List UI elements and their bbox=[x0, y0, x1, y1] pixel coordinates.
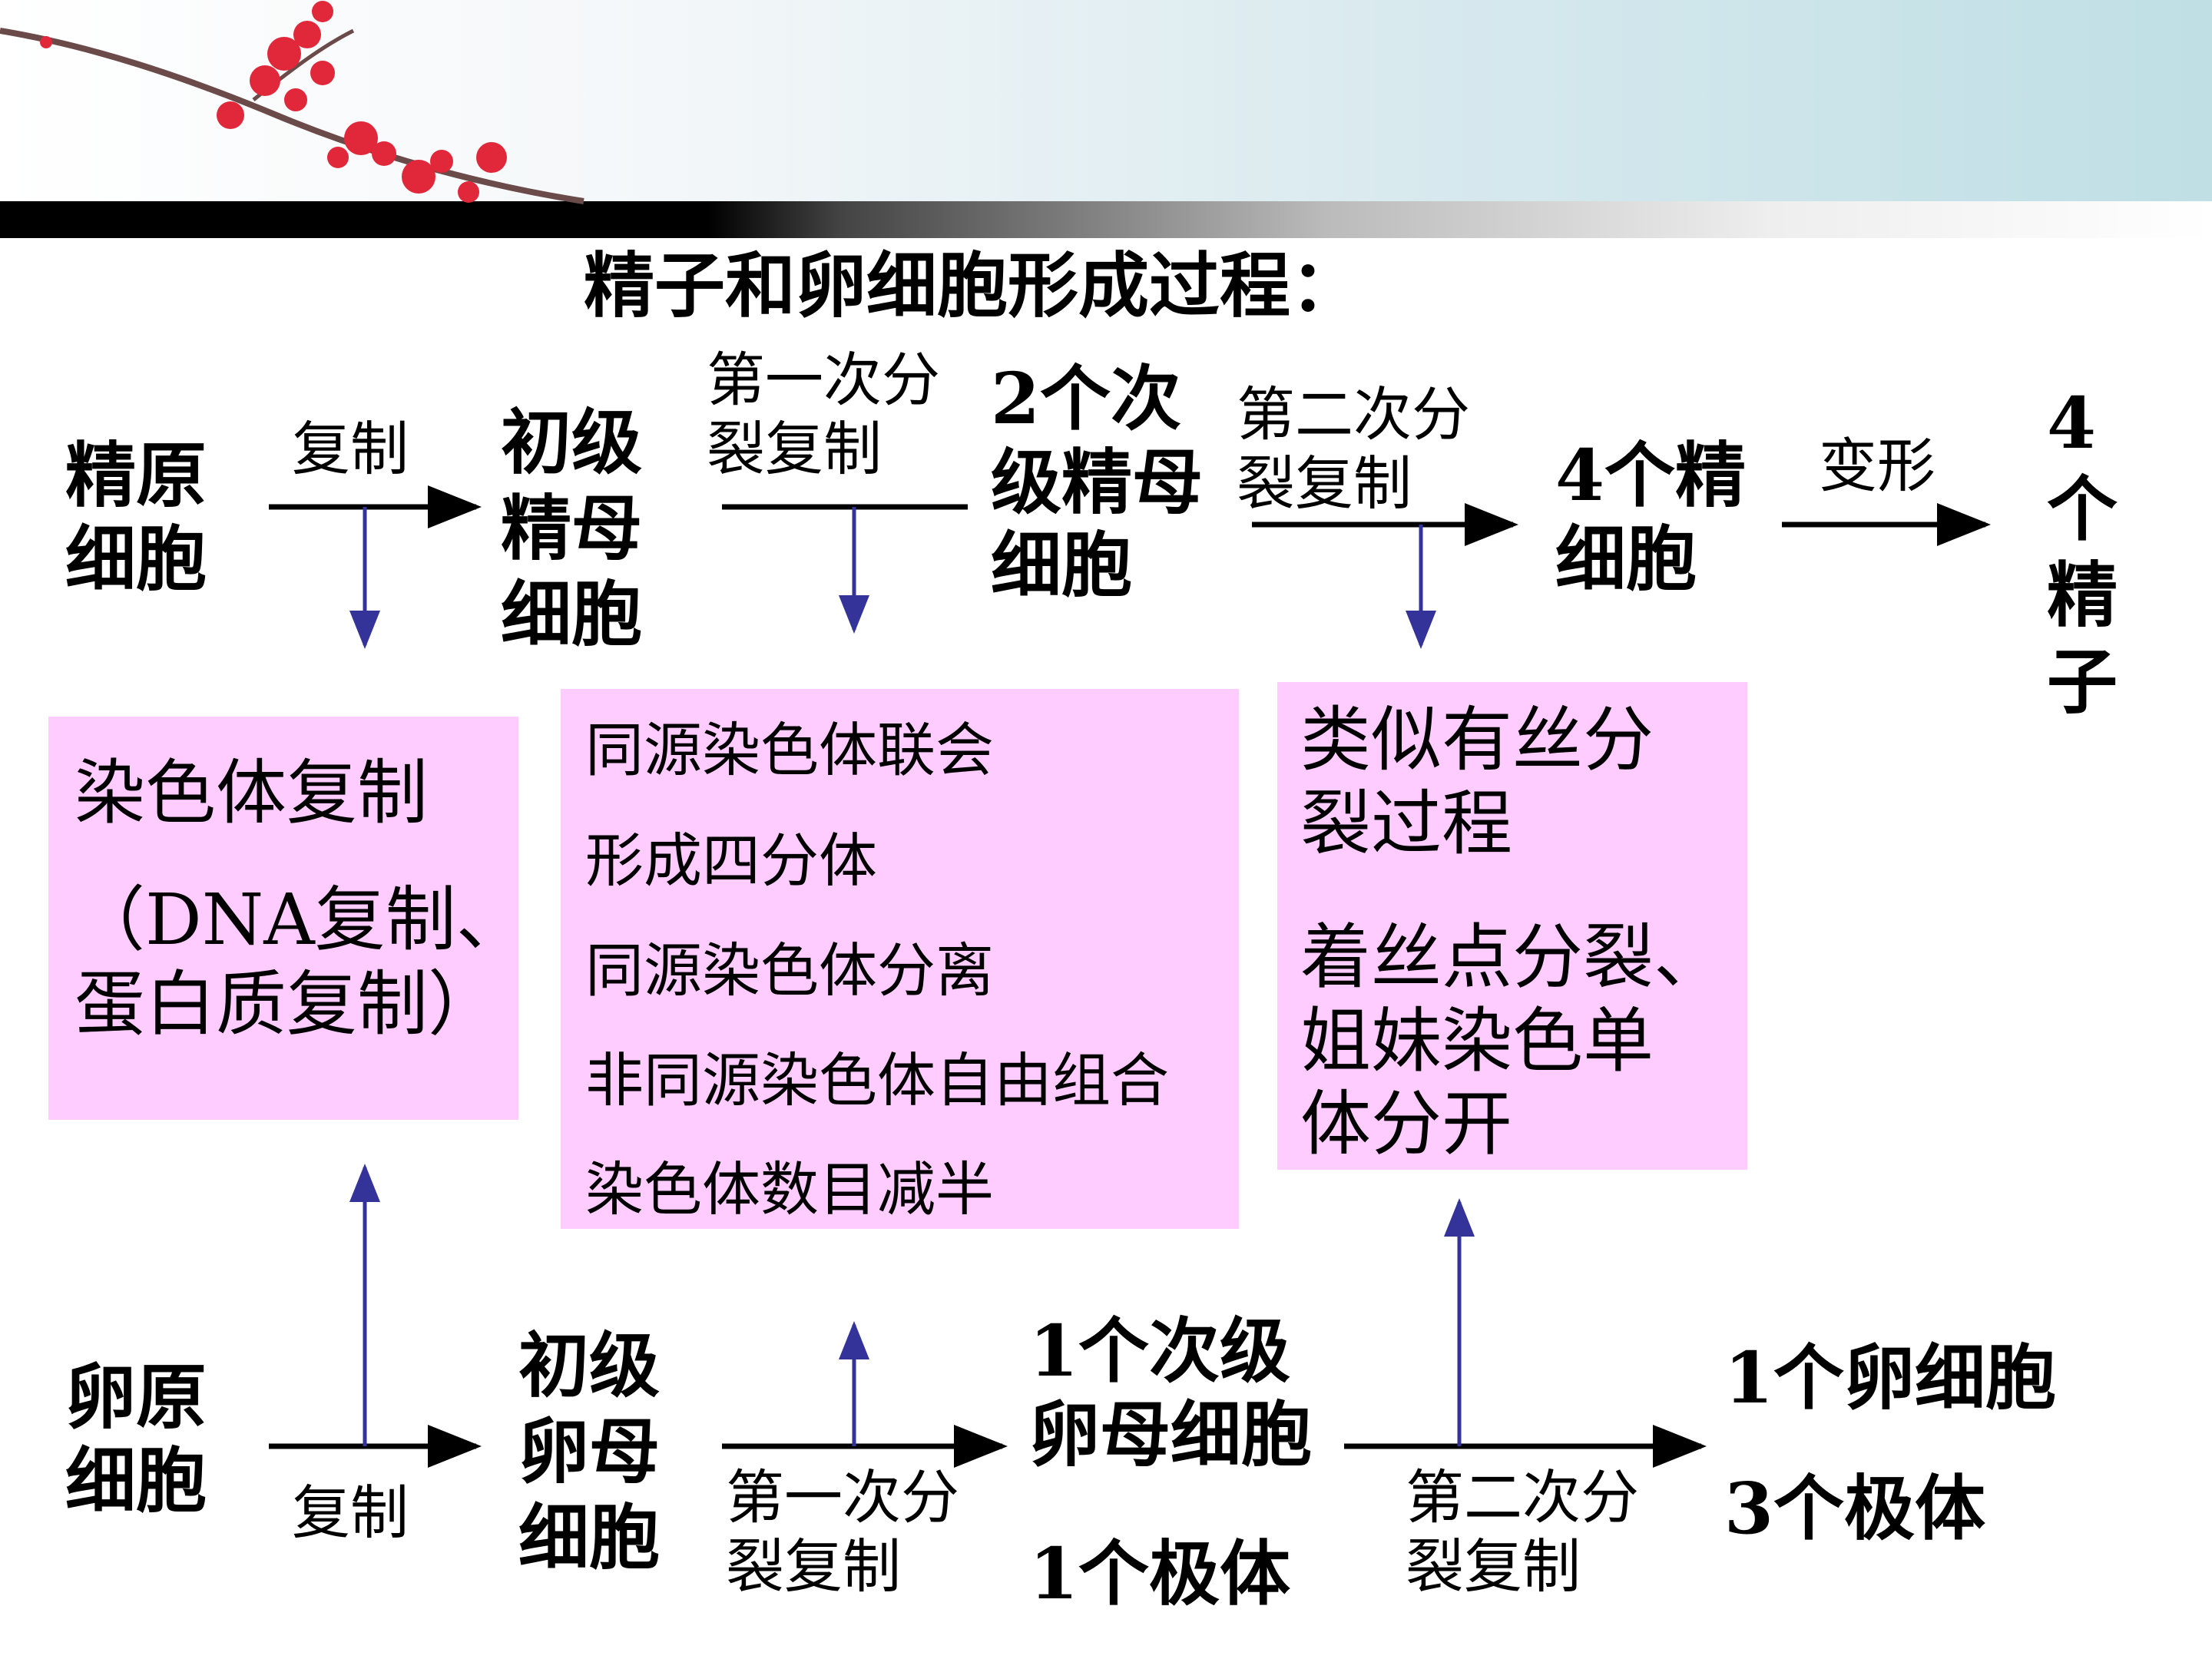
plum-blossom-decoration bbox=[0, 1, 584, 204]
box-meiosis1-line: 同源染色体分离 bbox=[585, 936, 994, 1005]
sperm-step-meiosis1: 第一次分裂复制 bbox=[707, 346, 940, 483]
box-meiosis1-line: 形成四分体 bbox=[585, 826, 877, 895]
egg-secondary-oocyte: 1个次级卵母细胞 bbox=[1029, 1310, 1313, 1476]
header-bar bbox=[0, 201, 2212, 238]
box-meiosis2-desc: 类似有丝分裂过程 bbox=[1300, 699, 1654, 865]
egg-step-replicate: 复制 bbox=[292, 1479, 409, 1547]
box-meiosis1-line: 非同源染色体自由组合 bbox=[585, 1046, 1169, 1114]
box-replication-line: 染色体复制 bbox=[75, 752, 429, 834]
sperm-step-replicate: 复制 bbox=[292, 415, 409, 483]
box-meiosis1: 同源染色体联会 形成四分体 同源染色体分离 非同源染色体自由组合 染色体数目减半 bbox=[561, 689, 1239, 1229]
header-band bbox=[0, 0, 2212, 201]
sperm-spermatogonium: 精原细胞 bbox=[65, 434, 207, 601]
box-meiosis1-line: 同源染色体联会 bbox=[585, 716, 994, 784]
box-replication-line: 蛋白质复制） bbox=[75, 963, 499, 1045]
egg-polar-body-1: 1个极体 bbox=[1029, 1532, 1291, 1615]
egg-result-egg: 1个卵细胞 bbox=[1724, 1336, 2057, 1419]
box-replication: 染色体复制 （DNA复制、 蛋白质复制） bbox=[48, 717, 527, 1120]
page-title: 精子和卵细胞形成过程： bbox=[584, 244, 1362, 327]
sperm-step-transform: 变形 bbox=[1819, 432, 1936, 500]
egg-step-meiosis1: 第一次分裂复制 bbox=[726, 1463, 959, 1601]
box-meiosis2: 类似有丝分裂过程 着丝点分裂、姐妹染色单体分开 bbox=[1277, 682, 1747, 1170]
box-meiosis1-line: 染色体数目减半 bbox=[585, 1155, 994, 1224]
egg-result-polar: 3个极体 bbox=[1724, 1467, 1986, 1550]
sperm-step-meiosis2: 第二次分裂复制 bbox=[1237, 380, 1470, 518]
egg-oogonium: 卵原细胞 bbox=[65, 1356, 207, 1522]
egg-step-meiosis2: 第二次分裂复制 bbox=[1406, 1463, 1639, 1601]
sperm-spermatids: 4个精细胞 bbox=[1555, 434, 1747, 601]
box-meiosis2-detail: 着丝点分裂、姐妹染色单体分开 bbox=[1300, 916, 1725, 1166]
box-replication-line: （DNA复制、 bbox=[75, 879, 527, 961]
egg-primary-oocyte: 初级卵母细胞 bbox=[518, 1324, 661, 1580]
sperm-secondary-spermatocyte: 2个次级精母细胞 bbox=[991, 357, 1204, 608]
sperm-primary-spermatocyte: 初级精母细胞 bbox=[501, 401, 643, 657]
